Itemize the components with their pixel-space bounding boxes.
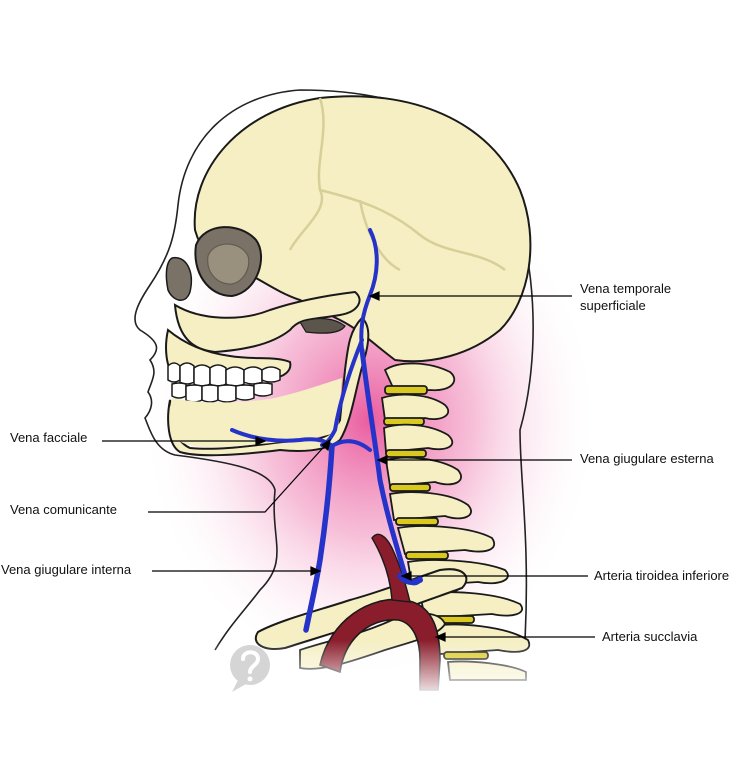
veins <box>230 228 423 633</box>
temporal-fossa <box>299 317 346 334</box>
arrowhead-communicating <box>320 438 331 452</box>
communicating-vein <box>330 439 372 452</box>
arrowhead-temporal <box>368 291 380 301</box>
arrowhead-inferior-thyroid <box>400 571 412 581</box>
head-neck-outline <box>134 89 534 651</box>
arrowhead-subclavian <box>434 632 446 642</box>
label-facial-vein: Vena facciale <box>10 430 88 445</box>
leader-communicating <box>148 439 331 513</box>
leader-lines <box>102 291 595 642</box>
question-mark-logo-icon <box>230 645 270 692</box>
lower-teeth <box>171 382 273 403</box>
orbit-inner <box>207 243 250 285</box>
label-superficial-temporal-vein-line1: Vena temporale <box>580 281 672 296</box>
label-internal-jugular-vein: Vena giugulare interna <box>1 562 132 577</box>
label-superficial-temporal-vein-line2: superficiale <box>580 298 646 313</box>
orbit <box>194 226 263 298</box>
nasal-cavity <box>165 256 192 301</box>
arrowhead-internal-jugular <box>310 566 322 576</box>
arrowhead-facial <box>255 436 267 446</box>
venous-junction <box>397 573 423 586</box>
mandible <box>167 316 370 457</box>
skull-cranium <box>193 95 532 363</box>
internal-jugular-vein <box>303 443 335 633</box>
label-inferior-thyroid-artery: Arteria tiroidea inferiore <box>594 568 730 583</box>
superficial-temporal-vein <box>359 228 379 352</box>
facial-vein <box>230 428 334 448</box>
label-subclavian-artery: Arteria succlavia <box>602 629 698 644</box>
bottom-fade <box>150 640 570 700</box>
arrowhead-external-jugular <box>376 455 388 465</box>
upper-teeth <box>167 362 281 387</box>
zygomatic-arch <box>173 290 361 354</box>
label-communicating-vein: Vena comunicante <box>10 502 117 517</box>
mandible-body <box>170 378 342 448</box>
label-external-jugular-vein: Vena giugulare esterna <box>580 451 714 466</box>
